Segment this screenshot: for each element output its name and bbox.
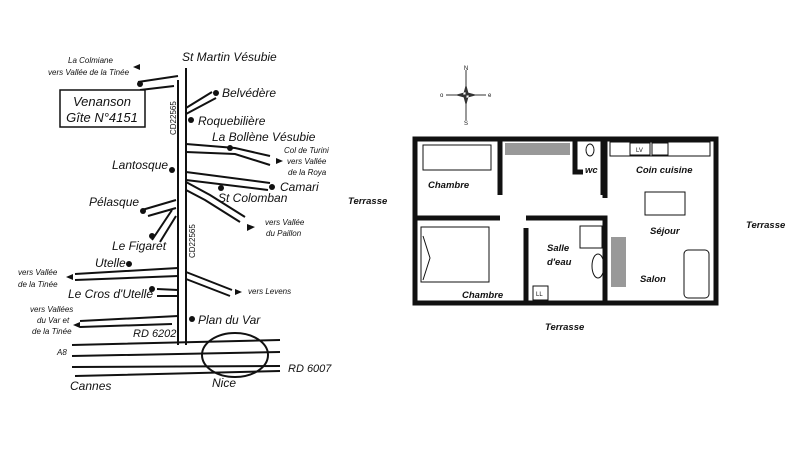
road-map: Venanson Gîte N°4151 St Martin Vésubie B… — [18, 50, 332, 393]
room-chambre-1: Chambre — [428, 180, 470, 191]
dir-turini-2: vers Vallée — [287, 157, 327, 166]
label-camari: Camari — [280, 180, 319, 194]
dir-levens: vers Levens — [248, 287, 291, 296]
room-coin-cuisine: Coin cuisine — [636, 165, 693, 176]
road-cd-top: CD22565 — [169, 101, 178, 135]
appliance-lv: LV — [636, 148, 643, 154]
dir-tinee-2: de la Tinée — [18, 280, 58, 289]
dir-tinee-1: vers Vallée — [18, 268, 58, 277]
road-colmiane — [137, 75, 179, 91]
dir-var-3: de la Tinée — [32, 327, 72, 336]
venanson-box — [59, 89, 146, 128]
inner-walls — [415, 139, 608, 303]
room-chambre-2: Chambre — [462, 290, 504, 301]
outer-walls — [412, 136, 719, 306]
dir-colmiane-1: La Colmiane — [68, 56, 113, 65]
terrace-left: Terrasse — [348, 196, 388, 207]
town-markers — [126, 81, 275, 322]
gite-number: Gîte N°4151 — [66, 110, 138, 125]
venanson-title: Venanson — [73, 94, 131, 109]
compass-n: N — [464, 66, 468, 72]
road-cd-bottom: CD22565 — [188, 224, 197, 258]
dir-var-2: du Var et — [37, 316, 70, 325]
label-st-martin: St Martin Vésubie — [182, 50, 277, 64]
motorway-a8-rd6007 — [71, 339, 281, 377]
terrace-bottom: Terrasse — [545, 322, 585, 333]
room-wc: wc — [585, 165, 598, 176]
room-salon: Salon — [640, 274, 666, 285]
label-lantosque: Lantosque — [112, 158, 168, 172]
road-var — [79, 315, 179, 328]
appliance-ll: LL — [536, 292, 543, 298]
room-salle-2: d'eau — [547, 257, 572, 268]
label-pelasque: Pélasque — [89, 195, 139, 209]
dir-colmiane-2: vers Vallée de la Tinée — [48, 68, 130, 77]
label-bollene: La Bollène Vésubie — [212, 130, 316, 144]
floor-plan: N e S o LV LL Chambre wc Coin cuisine Sé… — [348, 66, 786, 333]
road-rd6202: RD 6202 — [133, 328, 176, 340]
dir-turini-3: de la Roya — [288, 168, 327, 177]
nice-circle — [201, 332, 269, 378]
label-figaret: Le Figaret — [112, 239, 167, 253]
road-pelasque — [141, 199, 177, 217]
road-paillon — [185, 181, 246, 223]
road-a8: A8 — [56, 348, 67, 357]
terrace-right: Terrasse — [746, 220, 786, 231]
road-belvedere — [185, 91, 217, 115]
road-bollene — [185, 143, 271, 166]
label-roquebiliere: Roquebilière — [198, 114, 266, 128]
furniture — [420, 141, 711, 301]
road-cros — [156, 288, 179, 297]
label-cannes: Cannes — [70, 379, 111, 393]
dir-paillon-1: vers Vallée — [265, 218, 305, 227]
road-levens — [185, 271, 233, 297]
direction-arrows — [66, 64, 283, 328]
label-plan-du-var: Plan du Var — [198, 313, 261, 327]
compass-s: S — [464, 121, 468, 127]
compass-e: e — [488, 93, 492, 99]
dir-var-1: vers Vallées — [30, 305, 73, 314]
road-rd6007: RD 6007 — [288, 363, 332, 375]
main-road — [177, 68, 187, 345]
dir-paillon-2: du Paillon — [266, 229, 302, 238]
road-tinee — [74, 267, 179, 281]
road-figaret — [151, 209, 177, 243]
dir-turini-1: Col de Turini — [284, 146, 329, 155]
label-utelle: Utelle — [95, 256, 126, 270]
road-camari — [185, 171, 271, 191]
room-sejour: Séjour — [650, 226, 681, 237]
compass-o: o — [440, 93, 444, 99]
room-salle-1: Salle — [547, 243, 570, 254]
label-st-colomban: St Colomban — [218, 191, 288, 205]
label-cros-utelle: Le Cros d'Utelle — [68, 287, 153, 301]
label-nice: Nice — [212, 376, 236, 390]
compass: N e S o — [440, 66, 492, 127]
label-belvedere: Belvédère — [222, 86, 276, 100]
